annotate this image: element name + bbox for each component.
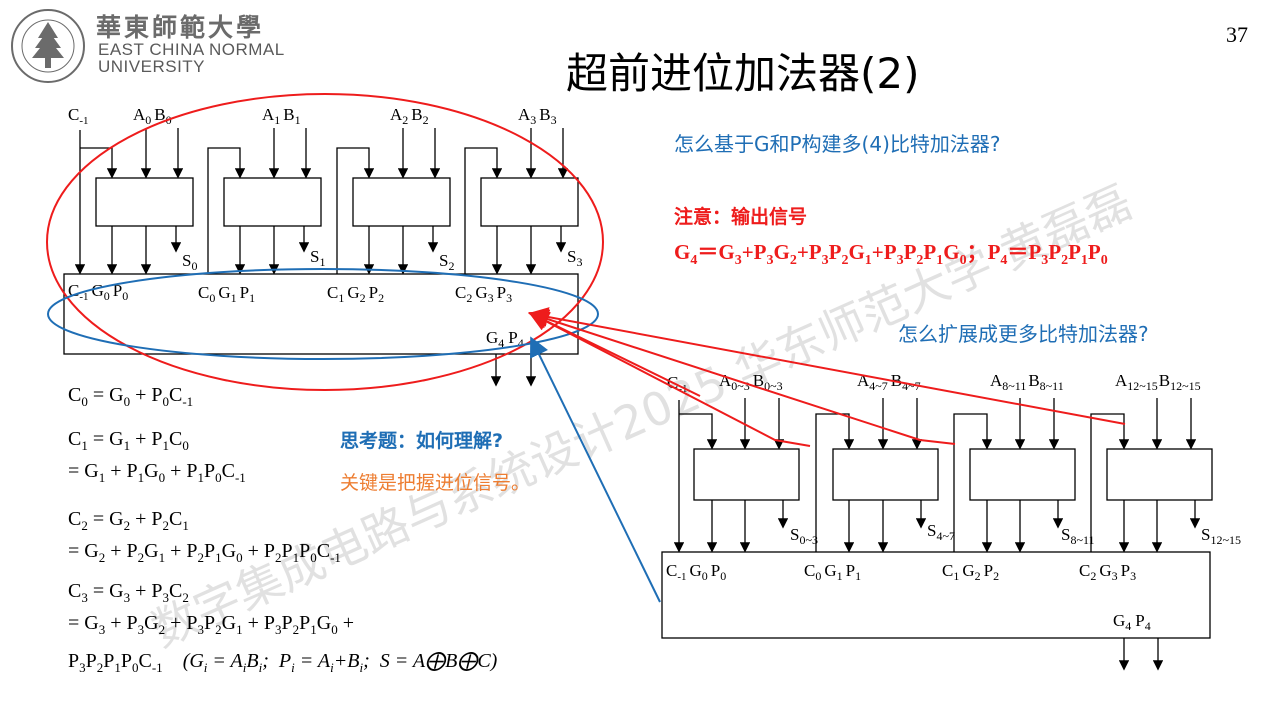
- small-full-adder-0: [95, 177, 194, 227]
- small-full-adder-1: [223, 177, 322, 227]
- small-label-s3: S3: [567, 247, 582, 269]
- logo-english-line2: UNIVERSITY: [98, 57, 206, 76]
- question-extend: 怎么扩展成更多比特加法器?: [898, 322, 1149, 346]
- small-cla-block: [63, 273, 579, 355]
- small-adder-diagram: [63, 128, 579, 387]
- equation-c1-expanded: = G1 + P1G0 + P1P0C-1: [68, 460, 246, 485]
- equation-c3: C3 = G3 + P3C2: [68, 580, 189, 605]
- blue-highlight-ellipse: [47, 268, 599, 360]
- red-highlight-ellipse: [46, 93, 604, 391]
- small-full-adder-2: [352, 177, 451, 227]
- page-number: 37: [1226, 22, 1248, 47]
- equation-c2-expanded: = G2 + P2G1 + P2P1G0 + P2P1P0C-1: [68, 540, 341, 565]
- think-question: 思考题：如何理解?: [340, 430, 504, 452]
- output-equations: G4＝G3+P3G2+P3P2G1+P3P2P1G0；P4＝P3P2P1P0: [674, 240, 1108, 269]
- small-full-adder-3: [480, 177, 579, 227]
- logo-chinese: 華東師範大學: [96, 13, 265, 42]
- large-label-s3: S12~15: [1201, 525, 1241, 547]
- large-adder-block-1: [832, 448, 939, 501]
- equation-c3-expanded: = G3 + P3G2 + P3P2G1 + P3P2P1G0 +: [68, 612, 354, 637]
- large-label-s1: S4~7: [927, 521, 955, 543]
- large-adder-diagram: [661, 398, 1213, 671]
- large-label-s2: S8~11: [1061, 525, 1095, 547]
- equation-c0: C0 = G0 + P0C-1: [68, 384, 194, 409]
- logo-english-line1: EAST CHINA NORMAL: [98, 40, 285, 59]
- question-multibit: 怎么基于G和P构建多(4)比特加法器?: [674, 132, 1001, 156]
- small-label-s2: S2: [439, 251, 454, 273]
- large-adder-block-0: [693, 448, 800, 501]
- blue-arrow: [530, 336, 661, 603]
- key-point: 关键是把握进位信号。: [340, 472, 531, 494]
- equation-c3-expanded-tail: P3P2P1P0C-1 (Gi = AiBi; Pi = Ai+Bi; S = …: [68, 650, 498, 675]
- small-label-s0: S0: [182, 251, 197, 273]
- equation-c2: C2 = G2 + P2C1: [68, 508, 189, 533]
- large-adder-block-2: [969, 448, 1076, 501]
- large-cla-block: [661, 551, 1211, 639]
- red-arrows: [528, 307, 1126, 447]
- small-label-s1: S1: [310, 247, 325, 269]
- equation-c1: C1 = G1 + P1C0: [68, 428, 189, 453]
- page-title: 超前进位加法器(2): [566, 49, 920, 98]
- large-label-s0: S0~3: [790, 525, 818, 547]
- small-label-c-1: C-1: [68, 105, 89, 127]
- large-label-a3: A12~15B12~15: [1115, 371, 1201, 393]
- note-output-label: 注意：输出信号: [674, 206, 808, 228]
- university-seal-icon: [11, 9, 85, 83]
- large-adder-block-3: [1106, 448, 1213, 501]
